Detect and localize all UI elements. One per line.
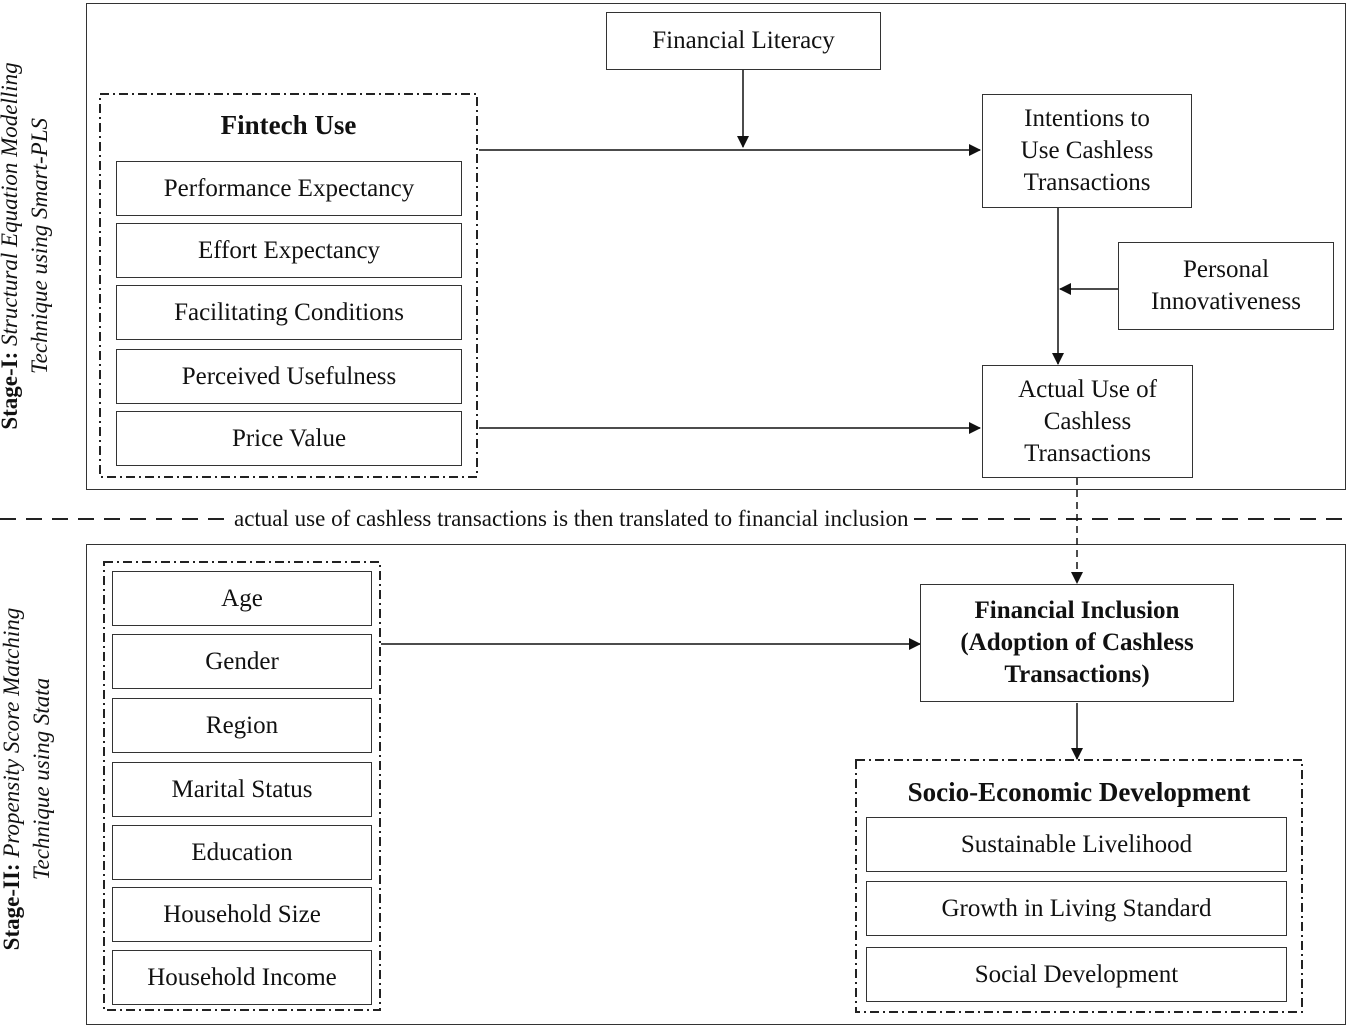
stage-2-label-line-2: Technique using Stata bbox=[29, 677, 54, 881]
stage-1-label-line-2: Technique using Smart-PLS bbox=[27, 118, 52, 374]
fintech-item-label: Perceived Usefulness bbox=[181, 362, 397, 390]
fintech-group-title: Fintech Use bbox=[220, 110, 357, 140]
control-item-label: Household Size bbox=[163, 900, 321, 928]
inclusion-line-3: Transactions) bbox=[1004, 661, 1150, 688]
control-item-label: Marital Status bbox=[171, 775, 313, 803]
personal-line-2: Innovativeness bbox=[1151, 288, 1301, 315]
socio-group-title: Socio-Economic Development bbox=[907, 777, 1251, 807]
stage-2-label: Stage-II: Propensity Score Matching Tech… bbox=[0, 569, 63, 989]
control-item-label: Age bbox=[221, 584, 263, 612]
control-item-label: Household Income bbox=[147, 963, 337, 991]
stage-1-frame bbox=[86, 3, 1346, 490]
stage-2-label-line-1: Propensity Score Matching bbox=[0, 607, 24, 858]
fintech-item-performance-expectancy: Performance Expectancy bbox=[116, 161, 462, 216]
socio-item-social-development: Social Development bbox=[866, 947, 1287, 1002]
financial-literacy-label: Financial Literacy bbox=[652, 27, 835, 54]
socio-item-label: Social Development bbox=[974, 960, 1179, 988]
actual-use-box: Actual Use of Cashless Transactions bbox=[982, 365, 1193, 478]
fintech-item-label: Effort Expectancy bbox=[197, 236, 381, 264]
fintech-item-price-value: Price Value bbox=[116, 411, 462, 466]
control-item-label: Gender bbox=[205, 647, 279, 675]
fintech-item-label: Performance Expectancy bbox=[163, 174, 415, 202]
control-item-age: Age bbox=[112, 571, 372, 626]
control-item-label: Education bbox=[191, 838, 293, 866]
actual-line-2: Cashless bbox=[1043, 407, 1132, 435]
intentions-line-2: Use Cashless bbox=[1020, 137, 1154, 164]
financial-inclusion-box: Financial Inclusion (Adoption of Cashles… bbox=[920, 584, 1234, 702]
intentions-line-3: Transactions bbox=[1023, 169, 1151, 196]
socio-item-label: Growth in Living Standard bbox=[941, 894, 1212, 922]
socio-item-label: Sustainable Livelihood bbox=[960, 830, 1193, 858]
actual-line-3: Transactions bbox=[1024, 439, 1151, 467]
socio-item-sustainable-livelihood: Sustainable Livelihood bbox=[866, 817, 1287, 872]
control-item-household-income: Household Income bbox=[112, 950, 372, 1005]
stage-1-label: Stage-I: Structural Equation Modelling T… bbox=[0, 16, 61, 476]
financial-literacy-box: Financial Literacy bbox=[606, 12, 881, 70]
actual-line-1: Actual Use of bbox=[1018, 375, 1157, 403]
control-item-education: Education bbox=[112, 825, 372, 880]
fintech-item-effort-expectancy: Effort Expectancy bbox=[116, 223, 462, 278]
stage-1-label-bold: Stage-I: bbox=[0, 351, 22, 430]
control-item-gender: Gender bbox=[112, 634, 372, 689]
controls-group-border bbox=[103, 561, 381, 1011]
socio-group-border bbox=[855, 759, 1303, 1013]
control-item-label: Region bbox=[205, 711, 279, 739]
control-item-household-size: Household Size bbox=[112, 887, 372, 942]
personal-line-1: Personal bbox=[1182, 256, 1270, 283]
control-item-region: Region bbox=[112, 698, 372, 753]
fintech-item-label: Price Value bbox=[231, 424, 347, 452]
inclusion-line-2: (Adoption of Cashless bbox=[960, 629, 1194, 656]
stage-2-label-bold: Stage-II: bbox=[0, 863, 24, 951]
inclusion-line-1: Financial Inclusion bbox=[974, 597, 1180, 624]
stage-2-frame bbox=[86, 544, 1346, 1025]
divider-note: actual use of cashless transactions is t… bbox=[228, 506, 915, 532]
stage-1-label-line-1: Structural Equation Modelling bbox=[0, 62, 22, 346]
personal-innovativeness-box: Personal Innovativeness bbox=[1118, 242, 1334, 330]
fintech-item-perceived-usefulness: Perceived Usefulness bbox=[116, 349, 462, 404]
intentions-box: Intentions to Use Cashless Transactions bbox=[982, 94, 1192, 208]
fintech-item-facilitating-conditions: Facilitating Conditions bbox=[116, 285, 462, 340]
control-item-marital-status: Marital Status bbox=[112, 762, 372, 817]
intentions-line-1: Intentions to bbox=[1024, 105, 1150, 132]
fintech-item-label: Facilitating Conditions bbox=[174, 298, 404, 326]
socio-item-growth-living-standard: Growth in Living Standard bbox=[866, 881, 1287, 936]
